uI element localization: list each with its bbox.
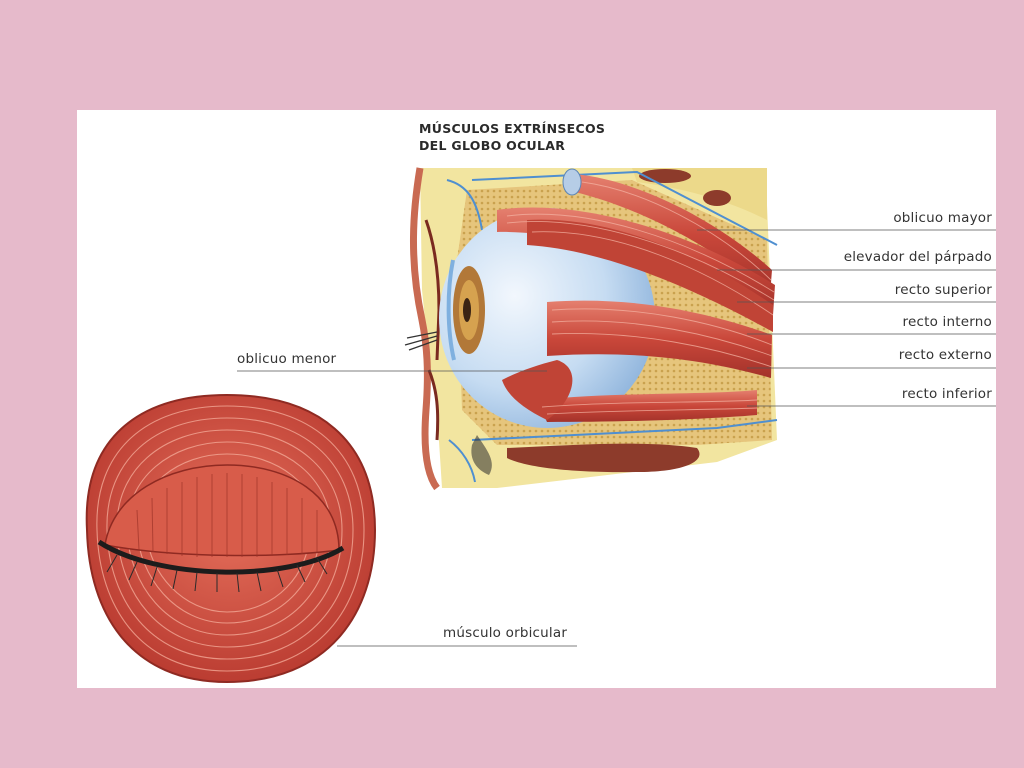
diagram-title-line2: DEL GLOBO OCULAR — [419, 138, 566, 153]
label-oblicuo-mayor: oblicuo mayor — [893, 210, 992, 226]
muscle-oblicuo-mayor — [575, 174, 772, 295]
diagram-panel: MÚSCULOS EXTRÍNSECOS DEL GLOBO OCULAR ob… — [77, 110, 996, 688]
orbicular-muscle-illustration — [85, 393, 377, 684]
label-oblicuo-menor: oblicuo menor — [237, 351, 337, 367]
label-recto-inferior: recto inferior — [901, 386, 992, 402]
diagram-title-line1: MÚSCULOS EXTRÍNSECOS — [419, 121, 606, 136]
muscle-oblicuo-menor — [502, 360, 573, 420]
orbit-section — [404, 167, 778, 491]
label-recto-interno: recto interno — [902, 314, 992, 330]
muscle-recto-superior — [527, 219, 773, 332]
extraocular-muscles — [497, 174, 775, 422]
leader-lines — [237, 229, 996, 647]
label-recto-externo: recto externo — [898, 347, 992, 363]
maxilla-sinus — [507, 443, 700, 473]
anatomy-illustration — [85, 167, 996, 684]
eyelid-contour — [409, 167, 440, 491]
label-recto-superior: recto superior — [894, 282, 992, 298]
upper-eyelid — [104, 464, 340, 557]
eyelashes-icon — [404, 331, 438, 351]
label-musculo-orbicular: músculo orbicular — [443, 625, 568, 641]
label-elevador-parpado: elevador del párpado — [843, 249, 992, 265]
muscle-recto-inferior — [537, 390, 757, 422]
